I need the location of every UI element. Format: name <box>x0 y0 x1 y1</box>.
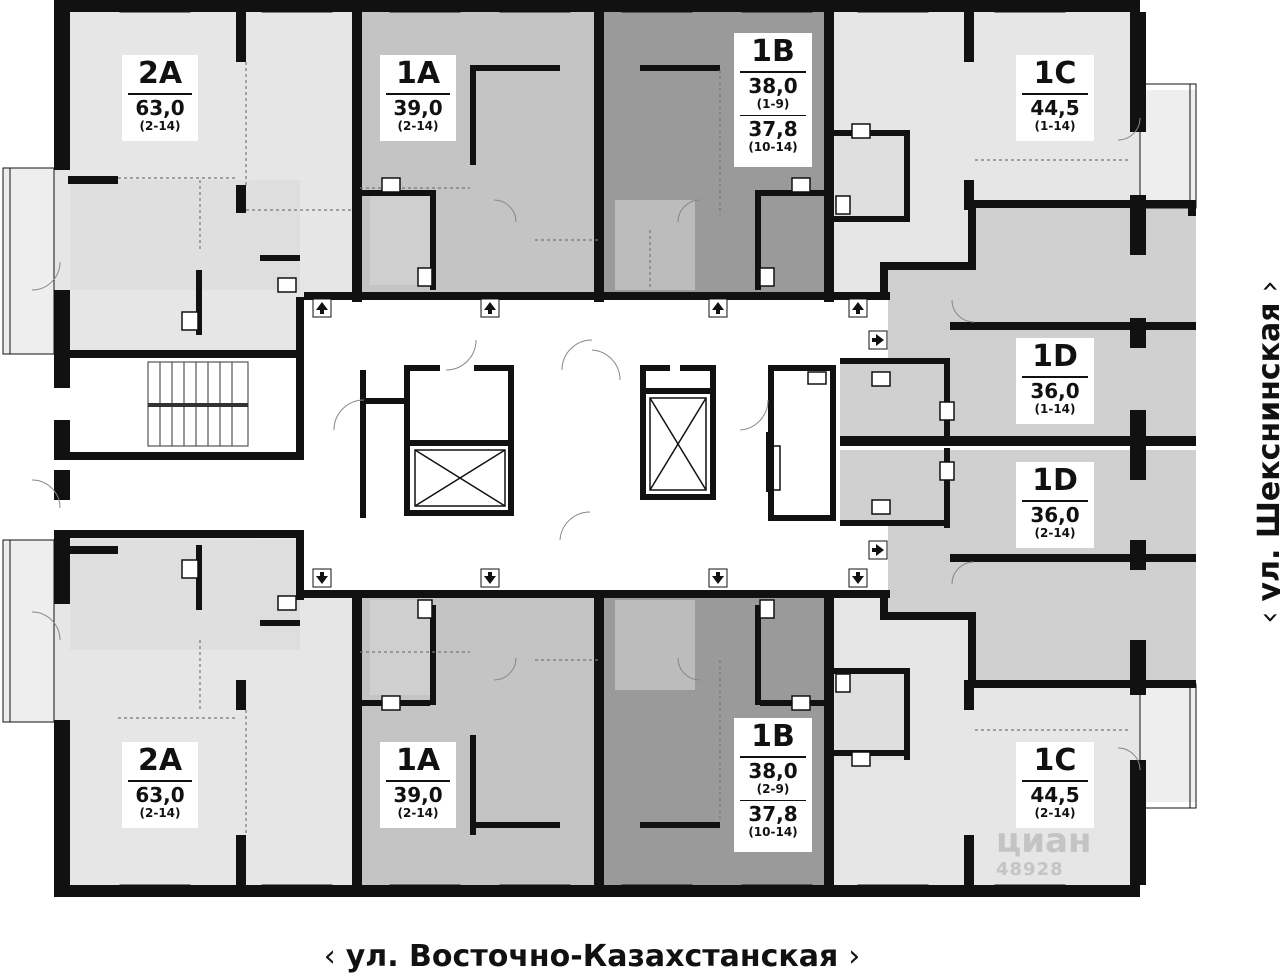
unit-floors: (2-14) <box>1034 526 1076 540</box>
balcony-rails <box>2 83 1197 809</box>
unit-code: 1A <box>395 56 441 91</box>
unit-area: 39,0 <box>386 93 450 119</box>
unit-area: 39,0 <box>386 780 450 806</box>
balcony-right-top <box>1140 90 1196 208</box>
balcony-right-bottom <box>1140 684 1196 802</box>
unit-area: 38,0 <box>740 71 806 97</box>
elevator-left <box>414 449 506 507</box>
unit-floors: (2-14) <box>139 119 181 133</box>
watermark: циан 48928 <box>996 822 1156 892</box>
watermark-brand: циан <box>996 821 1092 861</box>
watermark-number: 48928 <box>996 859 1064 880</box>
door-swings <box>31 117 1141 771</box>
unit-area-alt: 37,8 <box>740 115 806 140</box>
unit-floors-alt: (10-14) <box>748 825 798 839</box>
unit-floors: (2-14) <box>139 806 181 820</box>
unit-code: 1C <box>1033 743 1077 778</box>
fixtures <box>181 123 955 767</box>
unit-label-1B-bottom: 1B 38,0 (2-9) 37,8 (10-14) <box>734 718 812 852</box>
unit-code: 1B <box>751 34 795 69</box>
unit-floors: (2-14) <box>397 806 439 820</box>
unit-1C-top-fill <box>828 12 1196 297</box>
unit-label-1D-upper: 1D 36,0 (1-14) <box>1016 338 1094 424</box>
unit-label-1B-top: 1B 38,0 (1-9) 37,8 (10-14) <box>734 33 812 167</box>
chevron-right-icon: › <box>848 938 861 974</box>
stairs <box>147 361 249 447</box>
street-label-right: ‹ ул. Шекснинская › <box>1247 267 1280 637</box>
balcony-left-bottom <box>3 540 54 722</box>
unit-floors: (2-14) <box>397 119 439 133</box>
unit-floors: (2-9) <box>756 782 790 796</box>
unit-code: 1D <box>1032 463 1078 498</box>
chevron-right-icon: › <box>1252 280 1280 292</box>
unit-area: 63,0 <box>128 93 192 119</box>
unit-label-1A-bottom: 1A 39,0 (2-14) <box>380 742 456 828</box>
unit-area: 63,0 <box>128 780 192 806</box>
balcony-left-top <box>3 168 54 354</box>
unit-area: 36,0 <box>1022 500 1088 526</box>
unit-code: 1A <box>395 743 441 778</box>
unit-area-alt: 37,8 <box>740 800 806 825</box>
unit-floors-alt: (10-14) <box>748 140 798 154</box>
unit-label-1D-lower: 1D 36,0 (2-14) <box>1016 462 1094 548</box>
unit-code: 1D <box>1032 339 1078 374</box>
unit-label-1C-bottom: 1C 44,5 (2-14) <box>1016 742 1094 828</box>
entrance-arrows <box>312 298 888 588</box>
unit-floors: (1-9) <box>756 97 790 111</box>
unit-code: 1B <box>751 719 795 754</box>
unit-1C-bottom-fill <box>828 596 1196 885</box>
unit-floors: (2-14) <box>1034 806 1076 820</box>
interior-rooms <box>70 130 910 760</box>
street-name-bottom: ул. Восточно-Казахстанская <box>345 938 839 974</box>
unit-floors: (1-14) <box>1034 119 1076 133</box>
unit-code: 2A <box>137 56 183 91</box>
elevators <box>414 371 827 507</box>
walls <box>54 0 1196 897</box>
street-name-right: ул. Шекснинская <box>1251 302 1280 602</box>
chevron-left-icon: ‹ <box>1252 612 1280 624</box>
unit-area: 44,5 <box>1022 93 1088 119</box>
street-label-bottom: ‹ ул. Восточно-Казахстанская › <box>262 934 922 978</box>
unit-1D-lower-fill <box>840 450 1196 684</box>
unit-code: 2A <box>137 743 183 778</box>
unit-code: 1C <box>1033 56 1077 91</box>
unit-label-2A-top: 2A 63,0 (2-14) <box>122 55 198 141</box>
dashed-partitions <box>118 62 1130 835</box>
unit-label-1A-top: 1A 39,0 (2-14) <box>380 55 456 141</box>
unit-label-2A-bottom: 2A 63,0 (2-14) <box>122 742 198 828</box>
chevron-left-icon: ‹ <box>323 938 336 974</box>
unit-area: 44,5 <box>1022 780 1088 806</box>
elevator-right <box>649 397 707 491</box>
unit-label-1C-top: 1C 44,5 (1-14) <box>1016 55 1094 141</box>
unit-area: 36,0 <box>1022 376 1088 402</box>
unit-area: 38,0 <box>740 756 806 782</box>
unit-floors: (1-14) <box>1034 402 1076 416</box>
